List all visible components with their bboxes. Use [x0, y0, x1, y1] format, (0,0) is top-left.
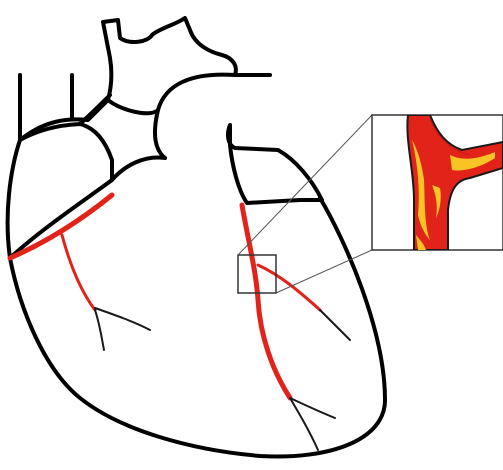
heart-outline — [8, 18, 385, 457]
zoom-line-top — [238, 115, 372, 255]
pulmonary-trunk-right — [112, 157, 165, 180]
right-coronary-sub-branch — [95, 308, 150, 330]
right-coronary-branch — [62, 235, 95, 310]
left-atrium-wall — [228, 125, 322, 203]
left-coronary-artery — [242, 205, 350, 450]
left-coronary-tail — [290, 398, 318, 450]
pulmonary-trunk-left — [80, 95, 110, 124]
right-atrium-wall — [10, 124, 112, 258]
aorta-right-wall — [155, 75, 235, 158]
right-coronary-branch-tail — [95, 310, 104, 350]
ventricle-outer-wall — [10, 198, 385, 457]
left-coronary-main — [242, 205, 290, 398]
magnified-inset — [372, 115, 503, 250]
right-coronary-main — [10, 195, 112, 258]
left-coronary-branch-tail — [320, 310, 350, 340]
aortic-root — [108, 100, 158, 113]
